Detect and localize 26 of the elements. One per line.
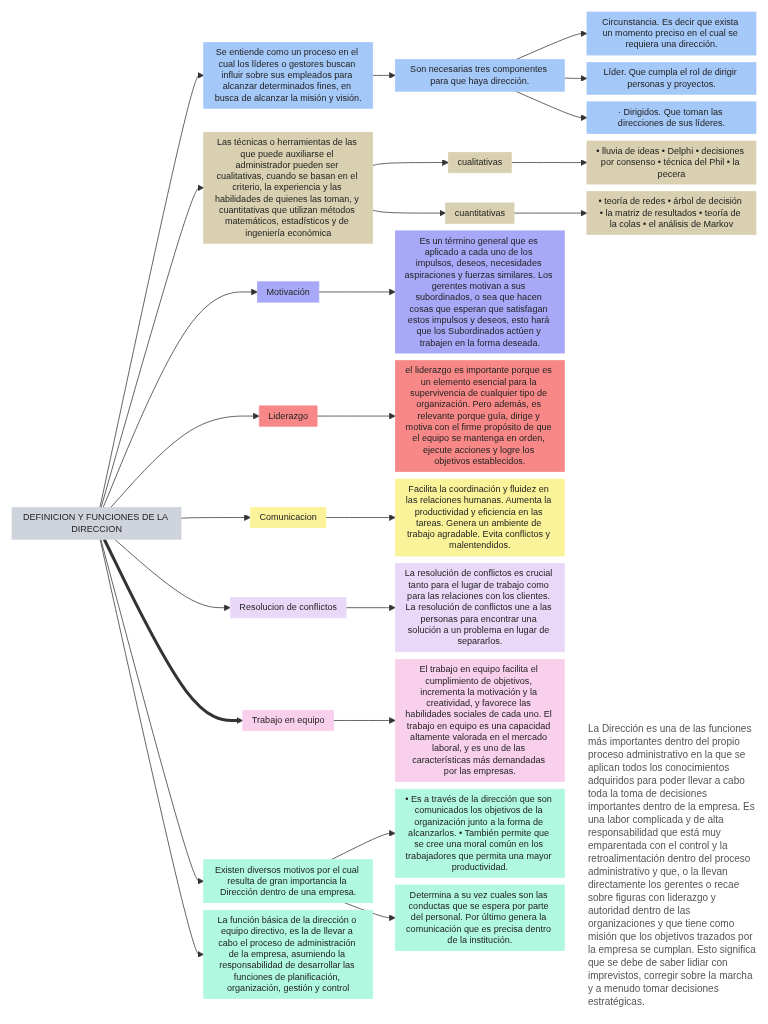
node-box: El trabajo en equipo facilita el cumplimiento de objetivos, incrementa la motivación y la creatividad, y favorece las habilidades sociales de cada uno. El trabajo en equipo es una capacidad altamente valorada en el mercado laboral, y es uno de las características más demandadas por las empresas. — [394, 659, 565, 782]
node-box: el liderazgo es importante porque es un elemento esencial para la supervivencia de cualquier tipo de organización. Pero además, es relevante porque guía, dirige y motiva con el firme propósito de que el equipo se mantenga en orden, ejecute acciones y logre los objetivos establecidos. — [394, 360, 565, 472]
node-box: La resolución de conflictos es crucial tanto para el lugar de trabajo como para las relaciones con los clientes. La resolución de conflictos une a las personas para encontrar una solución a un problema en lugar de separarlos. — [394, 563, 565, 653]
node-box: Comunicacion — [250, 507, 327, 529]
node-box: Determina a su vez cuales son las conductas que se espera por parte del personal. Por último genera la comunicación que es precisa dentro de la institución. — [394, 884, 565, 951]
paragraph: La Dirección es una de las funciones más importantes dentro del propio proceso administrativo en la que se aplican todos los conocimientos adquiridos para poder llevar a cabo toda la toma de decisiones importantes dentro de la empresa. Es una labor complicada y de alta responsabilidad que está muy emparentada con el control y la retroalimentación dentro del proceso administrativo y que, o la llevan directamente los gerentes o recae sobre figuras con liderazgo y autoridad dentro de las organizaciones y que tiene como misión que los objetivos trazados por la empresa se cumplan. Esto significa que se debe de saber lidiar con imprevistos, corregir sobre la marcha y a menudo tomar decisiones estratégicas. — [588, 722, 757, 1008]
node-box: Circunstancia. Es decir que exista un momento preciso en el cual se requiera una dirección. — [586, 11, 757, 56]
node-box: Las técnicas o herramientas de las que puede auxiliarse el administrador pueden ser cualitativas, cuando se basan en el criterio, la experiencia y las habilidades de quienes las toman, y cuantitativas que utilizan métodos matemáticos, estadísticos y de ingeniería económica — [203, 132, 374, 244]
node-box: Son necesarias tres componentes para que haya dirección. — [394, 59, 565, 92]
node-box: · Dirigidos. Que toman las direcciones de sus líderes. — [586, 101, 757, 134]
node-box: Se entiende como un proceso en el cual los líderes o gestores buscan influir sobre sus empleados para alcanzar determinados fines, en busca de alcanzar la misión y visión. — [203, 42, 374, 109]
node-box: • Es a través de la dirección que son comunicados los objetivos de la organización junto a la forma de alcanzarlos. • También permite que se cree una moral común en los trabajadores que permita una mayor productividad. — [394, 788, 565, 878]
node-box: Liderazgo — [258, 405, 318, 427]
node-box: Resolucion de conflictos — [229, 597, 347, 619]
node-box: cualitativas — [448, 152, 512, 174]
node-box: Existen diversos motivos por el cual resulta de gran importancia la Dirección dentro de una empresa. — [203, 859, 374, 904]
node-box: • teoría de redes • árbol de decisión • la matriz de resultados • teoría de la colas • el análisis de Markov — [586, 191, 757, 235]
node-box: cuantitativas — [445, 202, 515, 224]
node-box: Facilita la coordinación y fluidez en las relaciones humanas. Aumenta la productividad y eficiencia en las tareas. Genera un ambiente de trabajo agradable. Evita conflictos y malentendidos. — [394, 478, 565, 557]
node-box: La función básica de la dirección o equipo directivo, es la de llevar a cabo el proceso de administración de la empresa, asumiendo la responsabilidad de desarrollar las funciones de planificación, organización, gestión y control — [203, 909, 374, 999]
node-box: Líder. Que cumpla el rol de dirigir personas y proyectos. — [586, 62, 757, 95]
node-box: Trabajo en equipo — [242, 709, 334, 732]
node-box: Motivación — [257, 281, 320, 303]
node-box: Es un término general que es aplicado a cada uno de los impulsos, deseos, necesidades aspiraciones y fuerzas similares. Los gerentes motivan a sus subordinados, o sea que hacen cosas que esperan que satisfagan estos impulsos y deseos, esto hará que los Subordinados actúen y trabajen en la forma deseada. — [394, 230, 565, 354]
node-box: • lluvia de ideas • Delphi • decisiones por consenso • técnica del Phil • la pecera — [586, 140, 757, 185]
node-box: DEFINICION Y FUNCIONES DE LA DIRECCION — [11, 507, 182, 540]
